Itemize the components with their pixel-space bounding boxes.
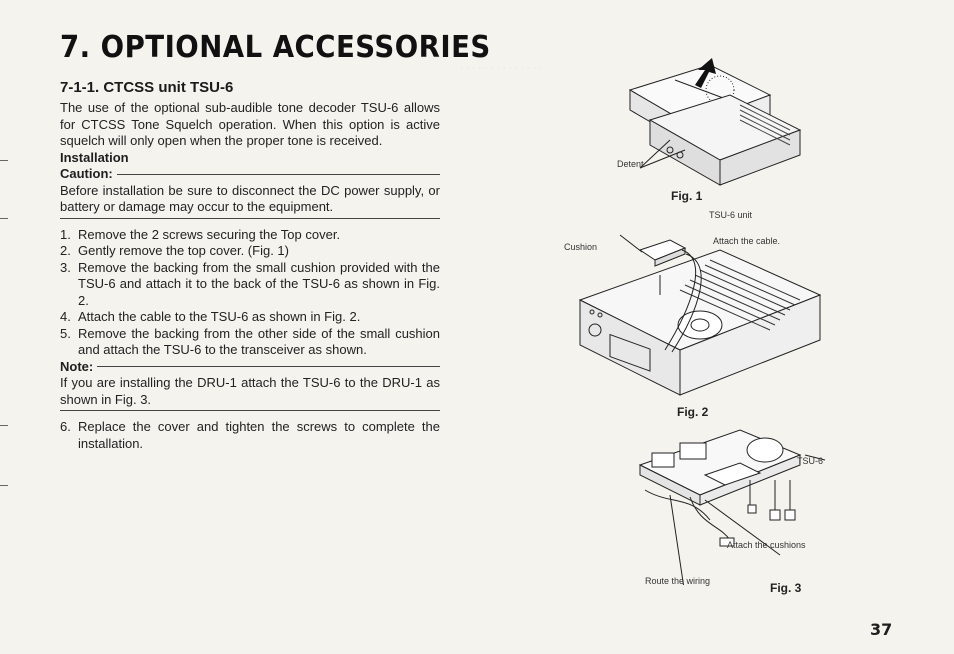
list-item: 1.Remove the 2 screws securing the Top c… [60, 226, 341, 242]
page-number: 37 [870, 620, 893, 639]
fig3-route-wiring-label: Route the wiring [645, 576, 711, 586]
fig1-label: Fig. 1 [671, 189, 703, 203]
fig1-detent-label: Detent [617, 159, 644, 169]
section-intro: The use of the optional sub-audible tone… [60, 100, 440, 148]
list-item: 3.Remove the backing from the small cush… [60, 259, 440, 308]
figures-column: Detent Fig. 1 [560, 40, 890, 610]
note-text: If you are installing the DRU-1 attach t… [60, 375, 440, 411]
final-step: 6.Replace the cover and tighten the scre… [60, 419, 440, 452]
margin-mark [0, 218, 8, 219]
caution-text: Before installation be sure to disconnec… [60, 183, 440, 219]
installation-heading: Installation [60, 149, 129, 165]
caution-heading-row: Caution: [60, 166, 440, 183]
list-item: 5.Remove the backing from the other side… [60, 325, 440, 358]
margin-mark [0, 485, 8, 486]
divider [116, 173, 440, 175]
list-item: 2.Gently remove the top cover. (Fig. 1) [60, 243, 289, 258]
list-item: 4.Attach the cable to the TSU-6 as shown… [60, 309, 361, 324]
fig1-radio-cover-illustration [628, 58, 802, 186]
note-heading-row: Note: [60, 359, 440, 376]
fig3-dru1-board-illustration [638, 429, 826, 585]
fig2-radio-interior-illustration [578, 234, 822, 396]
chapter-title: 7. OPTIONAL ACCESSORIES [60, 30, 491, 65]
text-column: 7. OPTIONAL ACCESSORIES 7-1-1. CTCSS uni… [60, 30, 491, 452]
fig2-cushion-label: Cushion [564, 242, 598, 252]
section-title: 7-1-1. CTCSS unit TSU-6 [60, 79, 234, 96]
caution-label: Caution: [60, 166, 113, 181]
divider [97, 366, 440, 368]
fig3-label: Fig. 3 [770, 581, 802, 595]
margin-mark [0, 425, 8, 426]
installation-steps: 1.Remove the 2 screws securing the Top c… [60, 227, 440, 359]
margin-mark [0, 160, 8, 161]
fig2-label: Fig. 2 [677, 405, 709, 419]
note-label: Note: [60, 358, 94, 374]
fig3-tsu6-label: TSU-6 [797, 456, 824, 466]
fig2-attach-cable-label: Attach the cable. [713, 236, 781, 246]
fig2-tsu6-unit-label: TSU-6 unit [709, 210, 753, 220]
bleed-through-text: . . . . . . . . . . . . . . [460, 60, 543, 72]
note-block: Note: If you are installing the DRU-1 at… [60, 359, 440, 411]
list-item: 6.Replace the cover and tighten the scre… [60, 419, 440, 451]
fig3-attach-cushions-label: Attach the cushions [727, 540, 806, 550]
